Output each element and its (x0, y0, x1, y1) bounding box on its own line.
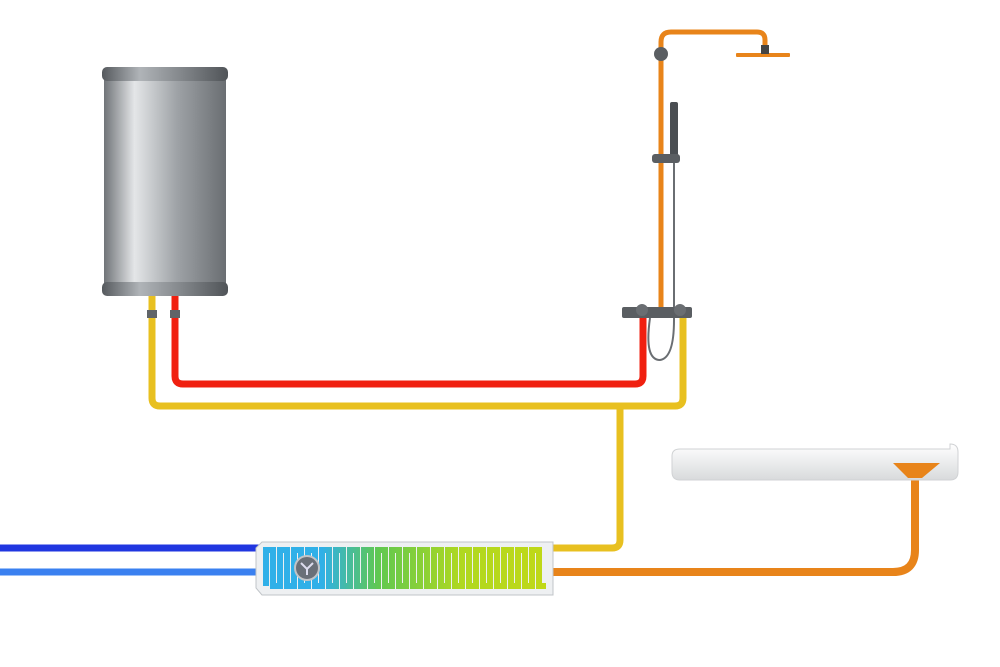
hot-water-pipe (171, 296, 647, 388)
slider-bracket (652, 154, 680, 163)
shower-set (622, 29, 790, 362)
preheated-water-pipe (148, 296, 687, 410)
shower-tray (671, 443, 959, 481)
preheated-exchanger-pipe (550, 406, 624, 552)
water-heater (102, 67, 228, 318)
waste-water-pipe (550, 478, 919, 576)
hand-shower (670, 102, 678, 156)
shower-head (736, 53, 790, 57)
wall-bracket (654, 47, 668, 61)
shower-hose (647, 150, 675, 362)
drain-heat-exchanger (255, 541, 554, 596)
exchanger-coil (263, 547, 546, 589)
drain-funnel (893, 463, 940, 478)
shower-riser (658, 29, 768, 310)
